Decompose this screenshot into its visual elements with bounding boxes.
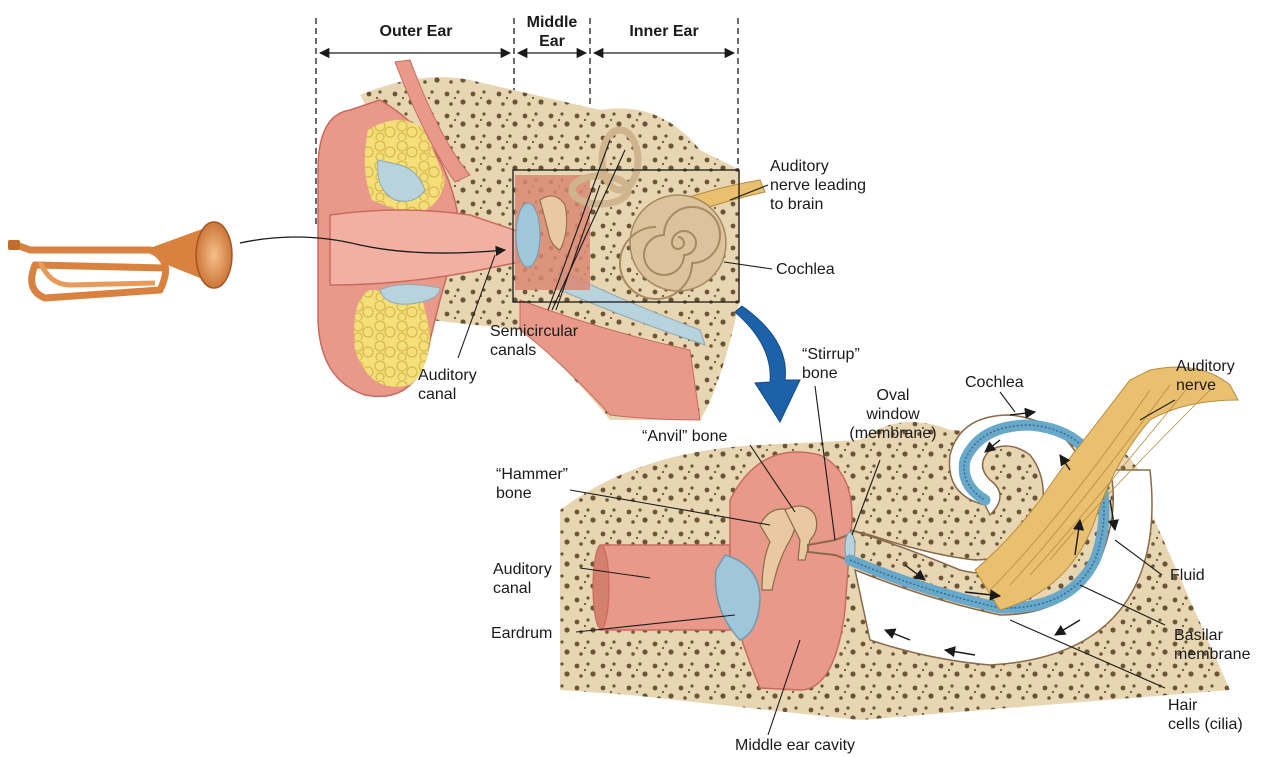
fluid-arrow-6 bbox=[1010, 412, 1035, 415]
label-auditory-nerve-detail-line2: nerve bbox=[1176, 376, 1235, 395]
label-auditory-nerve-top-line3: to brain bbox=[770, 195, 866, 214]
label-hammer-line1: “Hammer” bbox=[496, 465, 568, 484]
label-cochlea-top: Cochlea bbox=[776, 260, 835, 279]
label-oval-window-line3: (membrane) bbox=[838, 424, 948, 443]
label-auditory-nerve-top: Auditory nerve leading to brain bbox=[770, 157, 866, 214]
label-oval-window: Oval window (membrane) bbox=[838, 386, 948, 443]
label-semicircular-line2: canals bbox=[490, 341, 620, 360]
label-auditory-nerve-top-line2: nerve leading bbox=[770, 176, 866, 195]
bugle-tube bbox=[14, 244, 166, 298]
section-inner-ear: Inner Ear bbox=[604, 22, 724, 41]
label-semicircular-line1: Semicircular bbox=[490, 322, 620, 341]
label-basilar-membrane: Basilar membrane bbox=[1174, 626, 1250, 664]
section-outer-ear: Outer Ear bbox=[356, 22, 476, 41]
label-hair-cells-line2: cells (cilia) bbox=[1168, 715, 1243, 734]
section-middle-ear-line1: Middle bbox=[512, 13, 592, 32]
section-middle-ear-line2: Ear bbox=[512, 32, 592, 51]
label-auditory-canal-top: Auditory canal bbox=[418, 366, 477, 404]
label-basilar-line2: membrane bbox=[1174, 645, 1250, 664]
label-auditory-canal-detail-line2: canal bbox=[493, 579, 552, 598]
zoom-arrow bbox=[735, 306, 800, 422]
label-auditory-canal-detail-line1: Auditory bbox=[493, 560, 552, 579]
ear-cross-section bbox=[240, 60, 765, 420]
section-middle-ear: Middle Ear bbox=[512, 13, 592, 51]
leader-cochlea-detail bbox=[1000, 392, 1015, 412]
label-stirrup-line2: bone bbox=[802, 364, 860, 383]
label-middle-ear-cavity: Middle ear cavity bbox=[735, 736, 855, 755]
label-semicircular-canals: Semicircular canals bbox=[490, 322, 620, 360]
label-hammer-bone: “Hammer” bone bbox=[496, 465, 568, 503]
label-hammer-line2: bone bbox=[496, 484, 568, 503]
label-stirrup-bone: “Stirrup” bone bbox=[802, 345, 860, 383]
label-oval-window-line2: window bbox=[838, 405, 948, 424]
bugle-bell bbox=[196, 222, 232, 288]
label-stirrup-line1: “Stirrup” bbox=[802, 345, 860, 364]
label-oval-window-line1: Oval bbox=[838, 386, 948, 405]
label-basilar-line1: Basilar bbox=[1174, 626, 1250, 645]
bugle-illustration bbox=[8, 222, 232, 298]
label-eardrum: Eardrum bbox=[491, 624, 552, 643]
detail-canal-end bbox=[593, 545, 609, 629]
label-auditory-nerve-detail-line1: Auditory bbox=[1176, 357, 1235, 376]
label-auditory-nerve-detail: Auditory nerve bbox=[1176, 357, 1235, 395]
label-auditory-nerve-top-line1: Auditory bbox=[770, 157, 866, 176]
label-hair-cells-line1: Hair bbox=[1168, 696, 1243, 715]
label-hair-cells: Hair cells (cilia) bbox=[1168, 696, 1243, 734]
label-auditory-canal-detail: Auditory canal bbox=[493, 560, 552, 598]
cochlea-top-shape bbox=[630, 195, 726, 291]
eardrum-top bbox=[516, 203, 540, 267]
label-auditory-canal-top-line1: Auditory bbox=[418, 366, 477, 385]
label-cochlea-detail: Cochlea bbox=[965, 373, 1024, 392]
label-auditory-canal-top-line2: canal bbox=[418, 385, 477, 404]
label-fluid: Fluid bbox=[1170, 566, 1205, 585]
bugle-mouthpiece bbox=[8, 240, 20, 250]
label-anvil-bone: “Anvil” bone bbox=[642, 427, 727, 446]
